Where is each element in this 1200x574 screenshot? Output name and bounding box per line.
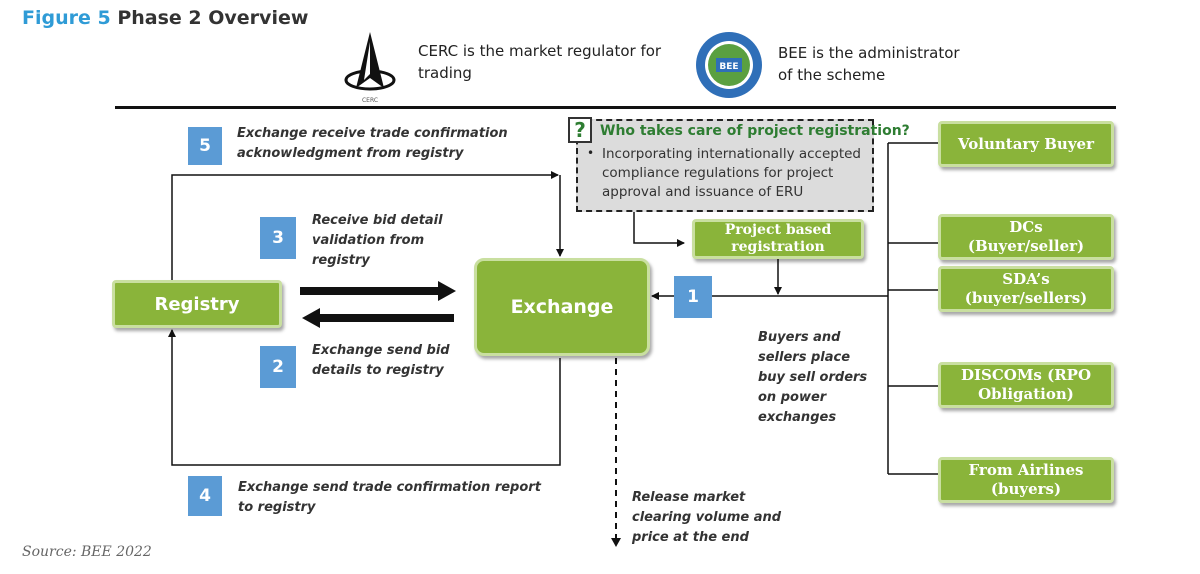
step-4-text: Exchange send trade confirmation report … xyxy=(238,480,541,515)
thick-arrow-right-head xyxy=(438,281,456,301)
participant-sdas: SDA’s (buyer/sellers) xyxy=(938,266,1114,312)
registry-box: Registry xyxy=(112,280,282,328)
question-mark-icon: ? xyxy=(568,117,592,143)
participant-airlines: From Airlines (buyers) xyxy=(938,457,1114,503)
bullet-icon: • xyxy=(587,146,595,160)
bee-logo-letters: BEE xyxy=(719,62,738,72)
bee-logo: BEE xyxy=(694,30,764,100)
figure-number: Figure 5 xyxy=(22,7,111,29)
step-5-text: Exchange receive trade confirmation ackn… xyxy=(237,126,508,161)
step-3-number: 3 xyxy=(260,217,296,259)
figure-name: Phase 2 Overview xyxy=(117,7,309,29)
step-2-text: Exchange send bid details to registry xyxy=(312,343,450,378)
participant-voluntary-buyer: Voluntary Buyer xyxy=(938,121,1114,167)
bee-description: BEE is the administrator of the scheme xyxy=(778,44,960,84)
figure-title: Figure 5 Phase 2 Overview xyxy=(22,7,308,29)
source-note: Source: BEE 2022 xyxy=(22,544,152,560)
cerc-logo: CERC xyxy=(340,28,400,106)
question-bullet: Incorporating internationally accepted c… xyxy=(602,146,862,200)
step-5-number: 5 xyxy=(188,127,222,165)
cerc-description: CERC is the market regulator for trading xyxy=(418,42,662,82)
step-2-number: 2 xyxy=(260,346,296,388)
participant-dcs: DCs (Buyer/seller) xyxy=(938,214,1114,260)
cerc-logo-caption: CERC xyxy=(362,97,378,104)
header-divider xyxy=(115,106,1116,109)
connector-question-to-registration xyxy=(633,212,685,247)
step-1-text: Buyers and sellers place buy sell orders… xyxy=(758,330,868,425)
step-1-number: 1 xyxy=(674,276,712,318)
step-3-text: Receive bid detail validation from regis… xyxy=(312,213,443,268)
project-registration-box: Project based registration xyxy=(692,219,864,259)
connector-registry-top xyxy=(171,171,559,281)
question-title: Who takes care of project registration? xyxy=(600,123,910,139)
participant-discoms: DISCOMs (RPO Obligation) xyxy=(938,362,1114,408)
question-box xyxy=(576,119,874,212)
release-note: Release market clearing volume and price… xyxy=(632,490,782,545)
step-4-number: 4 xyxy=(188,476,222,516)
exchange-box: Exchange xyxy=(474,258,650,356)
thick-arrow-left-head xyxy=(302,308,320,328)
connector-exchange-bottom xyxy=(168,329,561,466)
